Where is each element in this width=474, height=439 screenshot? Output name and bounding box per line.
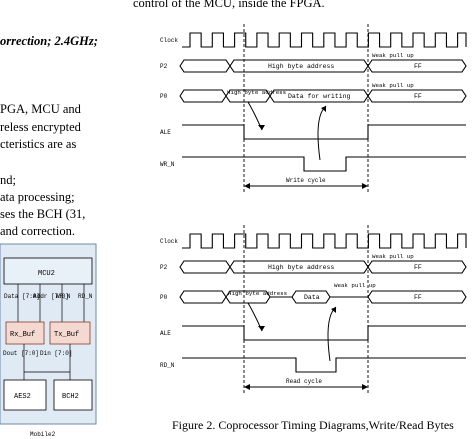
aes-label: AES2 (14, 393, 31, 401)
signal-label-clock: Clock (160, 238, 178, 245)
p2-high-byte-label: High byte address (268, 63, 334, 70)
p2-bus-ff (367, 59, 467, 73)
p2-high-byte-label: High byte address (268, 264, 334, 271)
arrow-cycle-data (327, 306, 337, 362)
p0-bus-ff (367, 290, 467, 304)
p0-ff-label: FF (414, 294, 422, 301)
arrow-head-1 (258, 326, 265, 331)
left-text-line-6: ata processing; (0, 190, 75, 204)
block-caption: Mobile2 (30, 431, 56, 438)
arrow-cycle-data (317, 105, 327, 161)
p2-bus-ff (367, 260, 467, 274)
p0-data-label: Data for writing (288, 93, 351, 100)
dout-label: Dout [7:0] (3, 350, 39, 357)
p0-high-byte-label: High byte address (228, 290, 287, 297)
arrow-head-2 (321, 106, 326, 112)
bch-block (53, 379, 93, 411)
bus-label-data: Data [7:0] (4, 293, 40, 300)
cycle-arrow-right (362, 384, 368, 390)
clock-waveform (182, 32, 467, 48)
p2-ff-label: FF (414, 264, 422, 271)
figure-caption: Figure 2. Coprocessor Timing Diagrams,Wr… (172, 418, 454, 432)
bus-label-rd: RD_N (78, 293, 93, 300)
signal-label-wr-n: WR_N (160, 161, 175, 168)
rd-n-waveform (182, 357, 466, 373)
p0-ff-label: FF (414, 93, 422, 100)
signal-label-p2: P2 (160, 63, 168, 70)
signal-label-ale: ALE (160, 129, 171, 136)
ale-waveform (182, 124, 466, 140)
p0-weak-pull-label: Weak pull up (334, 282, 376, 289)
p2-weak-pull-label: Weak pull up (372, 253, 414, 260)
p0-bus-start (179, 290, 227, 304)
signal-label-ale: ALE (160, 330, 171, 337)
cycle-label: Read cycle (286, 378, 322, 385)
mcu-block (3, 257, 93, 285)
signal-label-rd-n: RD_N (160, 362, 175, 369)
p2-ff-label: FF (414, 63, 422, 70)
arrow-head-2 (331, 307, 336, 313)
left-text-line-3: reless encrypted (0, 120, 81, 134)
bus-label-addr: Addr [7:0] (33, 293, 69, 300)
cycle-arrow-right (362, 183, 368, 189)
ale-waveform (182, 325, 466, 341)
p2-weak-pull-label: Weak pull up (372, 52, 414, 59)
din-label: Din [7:0] (40, 350, 72, 357)
clock-waveform (182, 233, 467, 249)
p0-data-label: Data (304, 294, 320, 301)
p0-bus-start (179, 89, 227, 103)
p2-bus-start (179, 260, 231, 274)
tx-buf-label: Tx_Buf (54, 331, 79, 339)
cycle-arrow-left (244, 384, 250, 390)
arrow-head-1 (258, 125, 265, 130)
left-text-line-8: and correction. (0, 224, 75, 238)
p0-bus-ff (367, 89, 467, 103)
p2-bus-start (179, 59, 231, 73)
bch-label: BCH2 (62, 393, 79, 401)
bus-label-wr: WR_N (56, 293, 71, 300)
signal-label-p0: P0 (160, 93, 168, 100)
top-text-line: control of the MCU, inside the FPGA. (133, 0, 325, 10)
left-text-line-1: orrection; 2.4GHz; (0, 34, 98, 48)
left-text-line-2: PGA, MCU and (0, 102, 81, 116)
signal-label-p0: P0 (160, 294, 168, 301)
signal-label-clock: Clock (160, 37, 178, 44)
left-text-line-7: ses the BCH (31, (0, 207, 86, 221)
wr-n-waveform (182, 156, 466, 172)
p0-high-byte-label: High byte address (227, 89, 286, 96)
mcu-label: MCU2 (38, 270, 55, 278)
left-text-line-5: nd; (0, 173, 16, 187)
aes-block (3, 379, 47, 411)
cycle-label: Write cycle (286, 177, 326, 184)
cycle-arrow-left (244, 183, 250, 189)
left-text-line-4: cteristics are as (0, 137, 77, 151)
rx-buf-block (5, 321, 45, 345)
signal-label-p2: P2 (160, 264, 168, 271)
rx-buf-label: Rx_Buf (10, 331, 35, 339)
p0-weak-pull-label: Weak pull up (372, 82, 414, 89)
